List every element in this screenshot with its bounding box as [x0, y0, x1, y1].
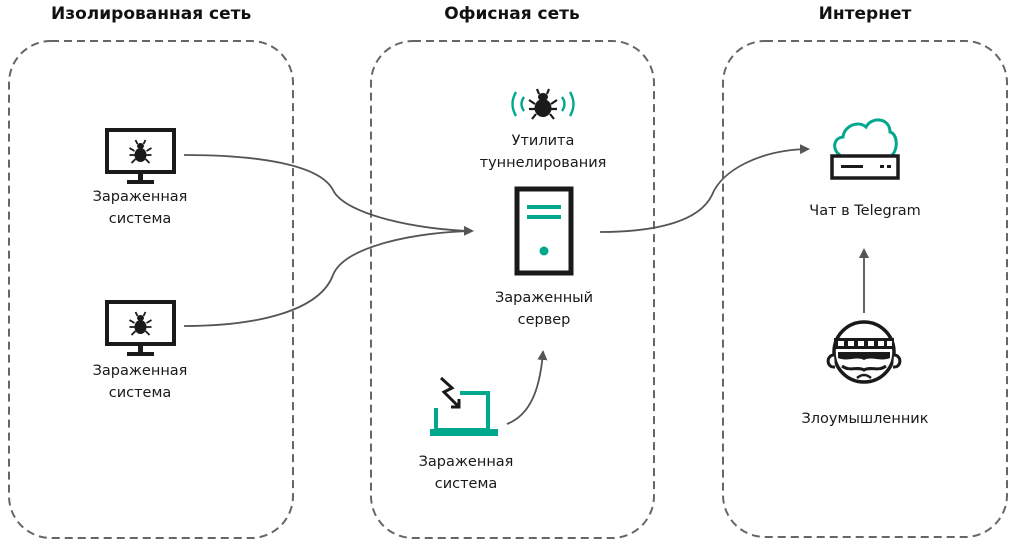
server-icon: [514, 186, 574, 276]
label-line: Злоумышленник: [801, 411, 929, 427]
compromised-laptop-icon: [430, 376, 498, 436]
zone-isolated-border: [8, 40, 294, 539]
cloud-router-icon: [830, 118, 900, 180]
connector-isolated-1-to-server: [183, 154, 474, 236]
label-line: система: [108, 211, 172, 227]
node-label-office-system: Зараженная система: [396, 451, 536, 495]
burglar-icon: [826, 320, 902, 384]
node-label-isolated-system-2: Зараженная система: [70, 360, 210, 404]
label-line: Зараженная: [418, 454, 514, 470]
zone-internet-border: [722, 40, 1008, 538]
node-label-attacker: Злоумышленник: [785, 408, 945, 430]
zone-title-office: Офисная сеть: [444, 4, 580, 24]
connector-server-to-telegram: [599, 144, 810, 233]
label-line: Зараженная: [92, 189, 188, 205]
label-line: туннелирования: [479, 155, 607, 171]
connector-laptop-to-server: [506, 350, 548, 425]
label-line: система: [108, 385, 172, 401]
infected-monitor-icon: [105, 300, 176, 356]
label-line: Зараженная: [92, 363, 188, 379]
label-line: Чат в Telegram: [809, 203, 921, 219]
node-label-tunnel-utility: Утилита туннелирования: [463, 130, 623, 174]
zone-title-isolated: Изолированная сеть: [51, 4, 252, 24]
node-label-telegram-chat: Чат в Telegram: [785, 200, 945, 222]
infected-monitor-icon: [105, 128, 176, 184]
zone-title-internet: Интернет: [818, 4, 912, 24]
label-line: сервер: [517, 312, 571, 328]
node-label-isolated-system-1: Зараженная система: [70, 186, 210, 230]
label-line: система: [434, 476, 498, 492]
zone-office-border: [370, 40, 655, 539]
bug-signal-icon: [511, 88, 575, 120]
node-label-infected-server: Зараженный сервер: [474, 287, 614, 331]
label-line: Утилита: [511, 133, 575, 149]
connector-isolated-2-to-server: [183, 230, 473, 327]
label-line: Зараженный: [494, 290, 594, 306]
